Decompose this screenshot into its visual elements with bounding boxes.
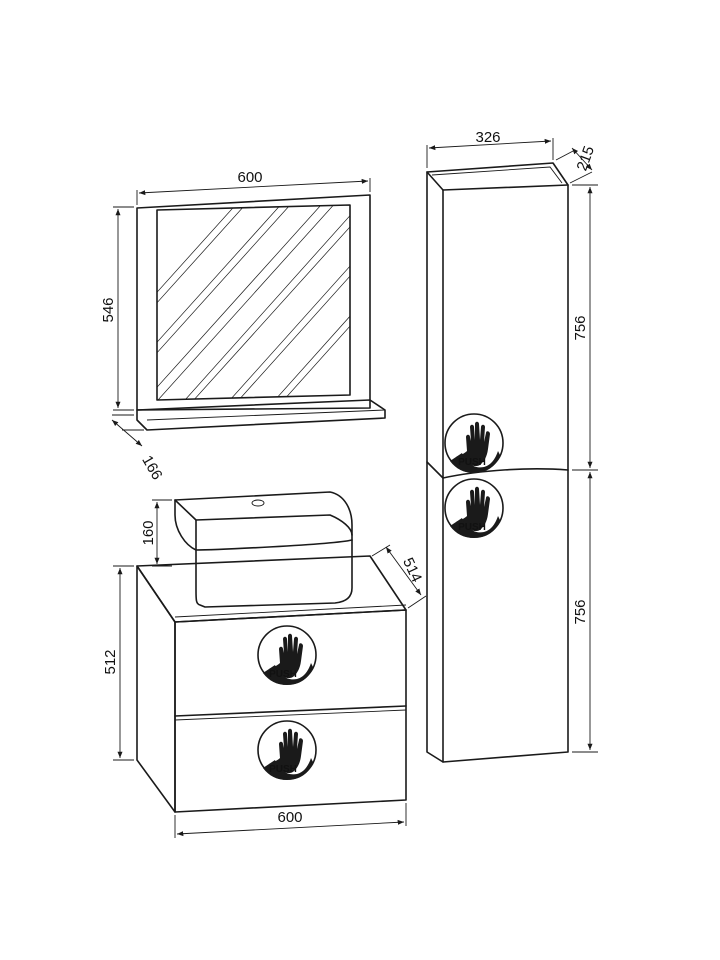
- vanity-depth-label: 514: [399, 555, 425, 585]
- mirror-depth-dimension: 166: [111, 414, 166, 483]
- column-lower-height-dimension: 756: [572, 472, 598, 753]
- basin-height-dimension: 160: [140, 499, 172, 567]
- column-upper-height-dimension: 756: [572, 184, 598, 471]
- mirror-depth-label: 166: [138, 453, 165, 483]
- column-lower-height-label: 756: [572, 599, 589, 624]
- vanity-width-dimension: 600: [174, 803, 407, 838]
- mirror-width-label: 600: [237, 169, 262, 186]
- mirror: [136, 194, 386, 431]
- tall-column: [426, 162, 569, 763]
- vanity-upper-push-text: PUSH: [269, 669, 297, 680]
- mirror-height-label: 546: [100, 297, 117, 322]
- column-depth-label: 215: [574, 144, 599, 173]
- vanity-lower-push-text: PUSH: [269, 764, 297, 775]
- vanity-width-label: 600: [277, 809, 302, 826]
- column-lower-push-text: PUSH: [458, 522, 486, 533]
- vanity-height-dimension: 512: [102, 565, 134, 761]
- mirror-height-dimension: 546: [100, 206, 134, 411]
- vessel-basin: [174, 491, 353, 608]
- column-width-dimension: 326: [426, 129, 554, 168]
- column-width-label: 326: [475, 129, 500, 146]
- column-upper-push-text: PUSH: [458, 457, 486, 468]
- basin-height-label: 160: [140, 520, 157, 545]
- mirror-width-dimension: 600: [136, 169, 371, 205]
- mirror-glass-hatch: [157, 205, 350, 400]
- vanity-height-label: 512: [102, 649, 119, 674]
- column-upper-height-label: 756: [572, 315, 589, 340]
- vanity-cabinet: [136, 555, 407, 813]
